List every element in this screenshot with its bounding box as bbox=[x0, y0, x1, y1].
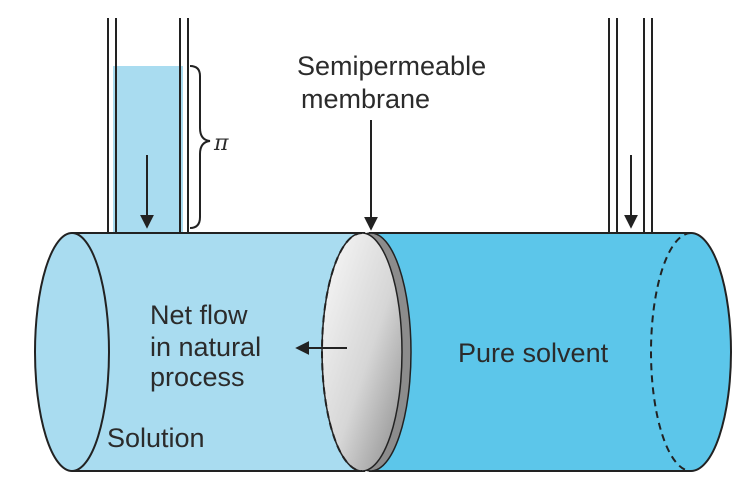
membrane-label-line1: Semipermeable bbox=[297, 51, 486, 81]
left-tube bbox=[107, 18, 189, 236]
right-tube bbox=[608, 18, 653, 232]
pi-symbol: π bbox=[213, 131, 229, 156]
pure-solvent-label: Pure solvent bbox=[458, 338, 609, 368]
net-flow-label-line1: Net flow bbox=[150, 300, 248, 330]
solution-left-end bbox=[34, 232, 110, 472]
solution-label: Solution bbox=[107, 423, 205, 453]
membrane-dashed-back bbox=[321, 232, 363, 472]
net-flow-label-line3: process bbox=[150, 362, 245, 392]
membrane-label-line2: membrane bbox=[301, 84, 430, 114]
right-end-dashed bbox=[650, 232, 692, 472]
pure-solvent-cylinder bbox=[369, 232, 732, 472]
net-flow-label-line2: in natural bbox=[150, 332, 261, 362]
solution-cylinder bbox=[72, 233, 365, 471]
pressure-brace bbox=[189, 65, 211, 229]
